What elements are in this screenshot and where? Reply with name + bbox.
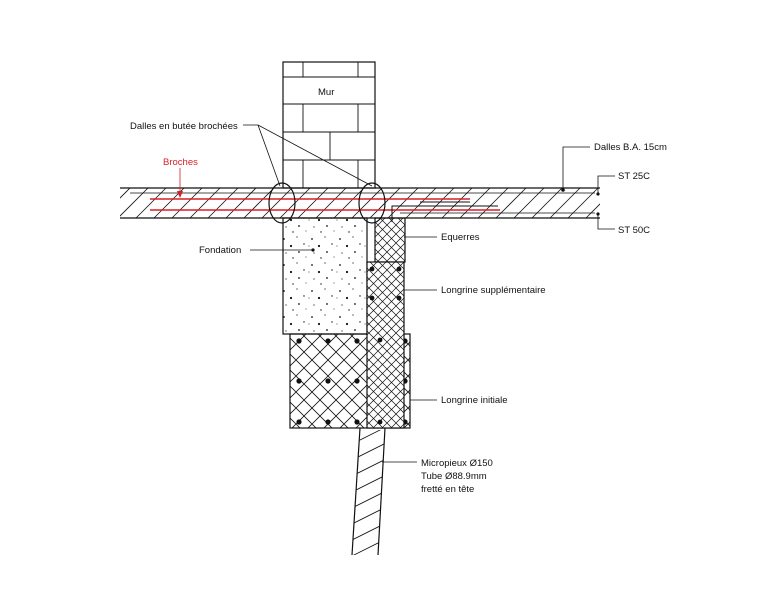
butee-circles bbox=[268, 182, 386, 224]
label-mur: Mur bbox=[318, 87, 334, 98]
label-st50c: ST 50C bbox=[618, 225, 650, 236]
micropieu bbox=[351, 427, 386, 556]
label-micropieux-3: fretté en tête bbox=[421, 484, 474, 495]
label-dalles-ba: Dalles B.A. 15cm bbox=[594, 142, 667, 153]
label-dalles-butee: Dalles en butée brochées bbox=[130, 121, 238, 132]
leader-lines bbox=[243, 124, 615, 463]
broches-leader bbox=[177, 168, 183, 198]
label-broches: Broches bbox=[163, 157, 198, 168]
labels: Dalles en butée brochées Broches Dalles … bbox=[130, 121, 667, 495]
label-st25c: ST 25C bbox=[618, 171, 650, 182]
equerre bbox=[391, 201, 498, 222]
slab bbox=[120, 187, 600, 219]
label-micropieux-1: Micropieux Ø150 bbox=[421, 458, 493, 469]
wall: Mur bbox=[282, 61, 376, 189]
label-equerres: Equerres bbox=[441, 232, 480, 243]
fondation bbox=[282, 217, 368, 335]
label-longrine-init: Longrine initiale bbox=[441, 395, 508, 406]
broches-bars bbox=[150, 198, 500, 211]
leader-arrows bbox=[311, 188, 600, 252]
longrine-supplementaire bbox=[366, 217, 406, 429]
label-longrine-supp: Longrine supplémentaire bbox=[441, 285, 546, 296]
label-fondation: Fondation bbox=[199, 245, 241, 256]
label-micropieux-2: Tube Ø88.9mm bbox=[421, 471, 487, 482]
